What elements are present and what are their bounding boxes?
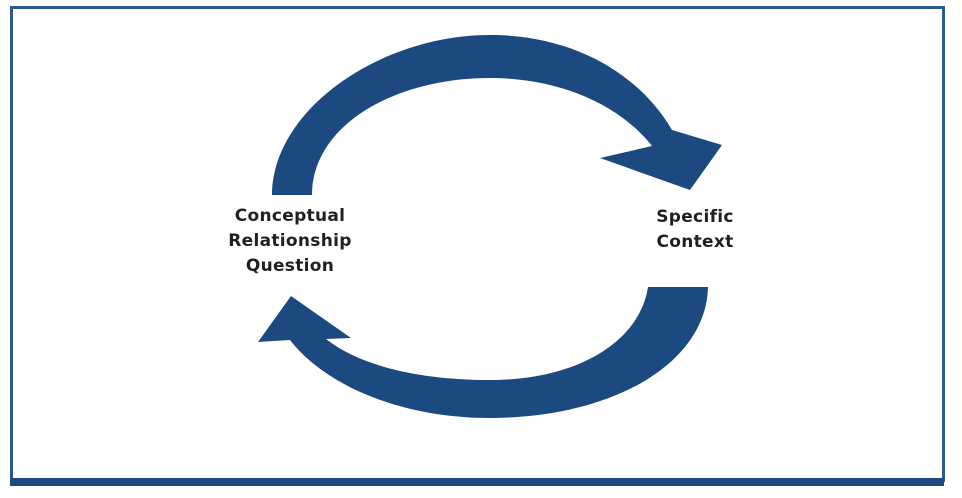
- node-label-line: Specific: [656, 207, 734, 227]
- node-label-line: Relationship: [228, 231, 352, 251]
- node-specific-context: Specific Context: [620, 205, 770, 255]
- node-conceptual-relationship-question: Conceptual Relationship Question: [195, 204, 385, 279]
- curved-arrow-left-icon: [258, 287, 708, 418]
- node-label-line: Conceptual: [234, 206, 346, 226]
- frame-bottom-bar: [10, 478, 944, 486]
- node-label-line: Context: [656, 232, 734, 252]
- curved-arrow-right-icon: [272, 35, 722, 195]
- node-label-line: Question: [245, 256, 335, 276]
